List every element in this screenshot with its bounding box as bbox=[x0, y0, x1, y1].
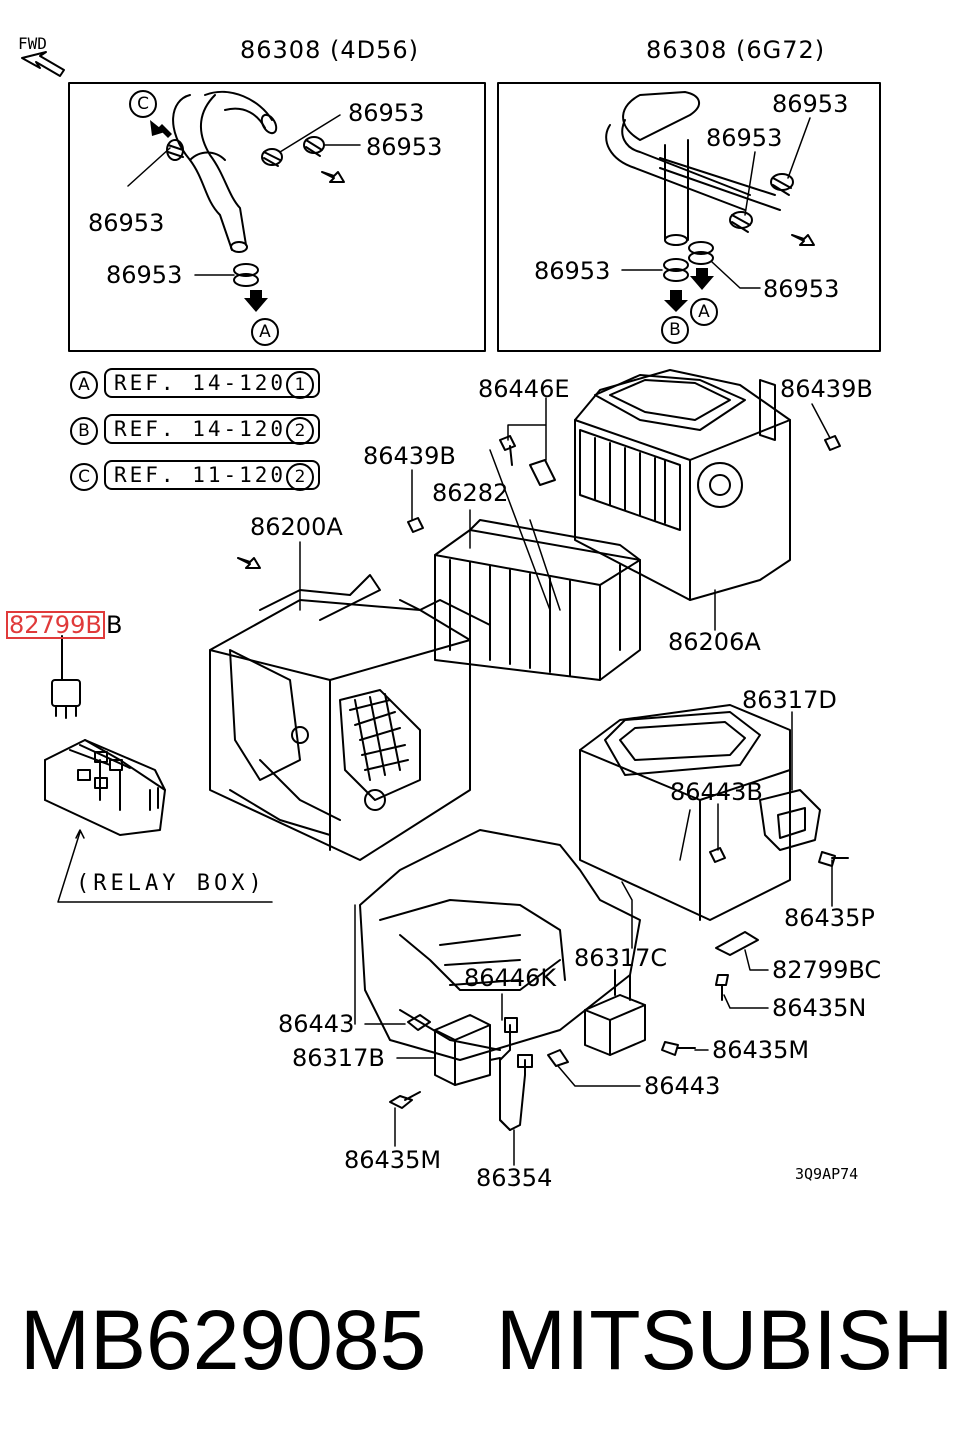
box-left-title: 86308 (4D56) bbox=[240, 36, 419, 64]
marker-b: B bbox=[661, 316, 689, 344]
part-label: 86953 bbox=[534, 257, 611, 285]
part-label: 86953 bbox=[706, 124, 783, 152]
part-leader-lines bbox=[299, 397, 833, 1166]
box-6g72 bbox=[497, 82, 881, 352]
actuator-c-icon bbox=[547, 969, 646, 1067]
blower-unit-icon bbox=[574, 369, 791, 601]
part-label-86206a: 86206A bbox=[668, 628, 761, 656]
part-label-86435m-bottom: 86435M bbox=[344, 1146, 442, 1174]
part-label-86317d: 86317D bbox=[742, 686, 837, 714]
arrow-to-b-icon bbox=[664, 290, 688, 312]
part-label-86446k: 86446K bbox=[464, 964, 557, 992]
damper-unit-d-icon bbox=[579, 704, 821, 921]
brand-name: MITSUBISHI bbox=[496, 1293, 960, 1387]
ref-marker: C bbox=[70, 463, 98, 491]
flow-arrow-heater-icon bbox=[237, 557, 261, 569]
ref-box: REF. 14-120 bbox=[104, 414, 320, 444]
marker-a: A bbox=[690, 298, 718, 326]
heater-unit-icon bbox=[209, 574, 491, 861]
part-label-suffix: B bbox=[106, 611, 123, 639]
clamp-icons-left bbox=[166, 136, 325, 287]
part-label-82799bc: 82799BC bbox=[772, 956, 882, 984]
part-label-86446e: 86446E bbox=[478, 375, 570, 403]
hose-6g72-icon bbox=[605, 91, 781, 246]
part-label: 86953 bbox=[763, 275, 840, 303]
part-label-86439b-left: 86439B bbox=[363, 442, 456, 470]
marker-c: C bbox=[129, 90, 157, 118]
part-label-86443b: 86443B bbox=[670, 778, 763, 806]
clamp-icons-right bbox=[663, 173, 794, 282]
part-label-86435n: 86435N bbox=[772, 994, 867, 1022]
part-label-86435p: 86435P bbox=[784, 904, 875, 932]
ref-marker: A bbox=[70, 371, 98, 399]
relay-box-label: (RELAY BOX) bbox=[76, 871, 266, 896]
ref-box: REF. 11-120 bbox=[104, 460, 320, 490]
arrow-to-a-icon bbox=[244, 290, 268, 312]
actuator-b-icon bbox=[407, 1014, 511, 1131]
marker-a: A bbox=[251, 318, 279, 346]
box-right-title: 86308 (6G72) bbox=[646, 36, 826, 64]
ref-box: REF. 14-120 bbox=[104, 368, 320, 398]
part-label: 86953 bbox=[366, 133, 443, 161]
highlighted-part-number[interactable]: 82799B bbox=[6, 611, 105, 639]
relay-leader bbox=[57, 831, 273, 903]
duct-panel-icon bbox=[359, 829, 641, 1061]
box-4d56 bbox=[68, 82, 486, 352]
fwd-arrow-icon bbox=[21, 51, 65, 77]
arrow-to-a2-icon bbox=[690, 268, 714, 290]
part-label: 86953 bbox=[106, 261, 183, 289]
harness-icon bbox=[499, 1017, 533, 1131]
ref-text: REF. 11-120 bbox=[114, 463, 287, 487]
relay-box-icon bbox=[44, 639, 166, 836]
part-label-86443-left: 86443 bbox=[278, 1010, 355, 1038]
flow-arrow-icon bbox=[321, 171, 345, 183]
part-label-86200a: 86200A bbox=[250, 513, 343, 541]
fwd-label: FWD bbox=[18, 34, 47, 53]
part-label-86443-right: 86443 bbox=[644, 1072, 721, 1100]
leader-lines-right bbox=[621, 117, 811, 289]
part-label: 86953 bbox=[88, 209, 165, 237]
part-label-86317c: 86317C bbox=[574, 944, 668, 972]
part-number: MB629085 bbox=[20, 1293, 427, 1387]
part-label: 86953 bbox=[348, 99, 425, 127]
part-label-86435m-right: 86435M bbox=[712, 1036, 810, 1064]
flow-arrow-right-icon bbox=[791, 234, 815, 246]
leader-lines-left bbox=[127, 114, 361, 276]
hose-4d56-icon bbox=[172, 90, 278, 253]
ref-num: 2 bbox=[286, 463, 314, 491]
ref-text: REF. 14-120 bbox=[114, 417, 287, 441]
part-label-86439b-right: 86439B bbox=[780, 375, 873, 403]
part-label: 86953 bbox=[772, 90, 849, 118]
ref-num: 2 bbox=[286, 417, 314, 445]
ref-marker: B bbox=[70, 417, 98, 445]
ref-num: 1 bbox=[286, 371, 314, 399]
arrow-to-c-icon bbox=[150, 120, 172, 138]
part-label-86317b: 86317B bbox=[292, 1044, 385, 1072]
part-label-86354: 86354 bbox=[476, 1164, 553, 1192]
ref-text: REF. 14-120 bbox=[114, 371, 287, 395]
part-label-86282: 86282 bbox=[432, 479, 509, 507]
diagram-code: 3Q9AP74 bbox=[795, 1165, 859, 1183]
